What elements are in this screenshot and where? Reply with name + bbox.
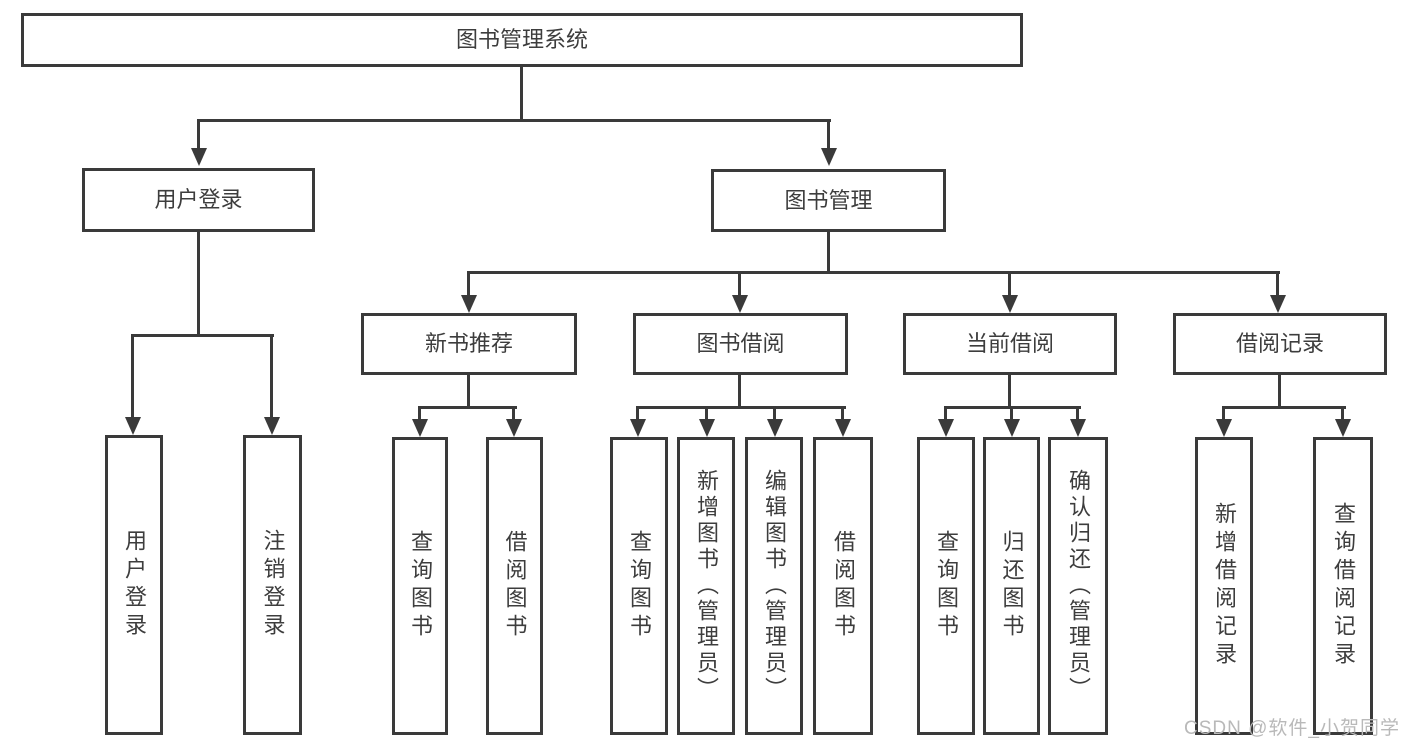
connector-drop-borrow-records xyxy=(1276,271,1279,295)
connector-drop xyxy=(512,406,515,419)
leaf-query-borrow-record: 查询借阅记录 xyxy=(1313,437,1373,735)
connector-book-borrow-hline xyxy=(636,406,846,409)
node-book-management: 图书管理 xyxy=(711,169,946,232)
leaf-borrow-books-recommend: 借阅图书 xyxy=(486,437,543,735)
connector-drop xyxy=(1341,406,1344,419)
arrow-down-icon xyxy=(1335,419,1351,437)
arrow-down-icon xyxy=(732,295,748,313)
leaf-logout-label: 注销登录 xyxy=(260,529,286,641)
connector-drop-user-login xyxy=(197,119,200,150)
leaf-query-borrow-record-label: 查询借阅记录 xyxy=(1331,502,1356,670)
node-current-borrow-label: 当前借阅 xyxy=(965,331,1054,356)
connector-drop-logout-leaf xyxy=(270,334,273,417)
connector-drop xyxy=(418,406,421,419)
arrow-down-icon xyxy=(938,419,954,437)
connector-drop xyxy=(636,406,639,419)
connector-drop-book-borrow xyxy=(738,271,741,295)
connector-borrow-records-hline xyxy=(1222,406,1346,409)
leaf-query-books-recommend-label: 查询图书 xyxy=(408,530,433,642)
connector-book-borrow-stem xyxy=(738,375,741,407)
leaf-borrow-books: 借阅图书 xyxy=(813,437,873,735)
connector-drop-current-borrow xyxy=(1008,271,1011,295)
arrow-down-icon xyxy=(699,419,715,437)
connector-drop xyxy=(1010,406,1013,419)
arrow-down-icon xyxy=(767,419,783,437)
arrow-down-icon xyxy=(1070,419,1086,437)
leaf-query-books-recommend: 查询图书 xyxy=(392,437,448,735)
csdn-watermark: CSDN @软件_小贺同学 xyxy=(1184,718,1400,739)
arrow-down-icon xyxy=(461,295,477,313)
leaf-logout: 注销登录 xyxy=(243,435,302,735)
connector-user-login-stem xyxy=(197,232,200,335)
arrow-down-icon xyxy=(1002,295,1018,313)
node-current-borrow: 当前借阅 xyxy=(903,313,1117,375)
arrow-down-icon xyxy=(630,419,646,437)
arrow-down-icon xyxy=(506,419,522,437)
leaf-borrow-books-label: 借阅图书 xyxy=(831,530,856,642)
arrow-down-icon xyxy=(264,417,280,435)
leaf-add-book-admin-label: 新增图书（管理员） xyxy=(694,469,719,703)
node-book-management-label: 图书管理 xyxy=(784,187,873,213)
connector-current-borrow-stem xyxy=(1008,375,1011,407)
leaf-add-book-admin: 新增图书（管理员） xyxy=(677,437,735,735)
connector-drop-book-management xyxy=(827,119,830,150)
arrow-down-icon xyxy=(191,148,207,166)
arrow-down-icon xyxy=(1004,419,1020,437)
leaf-user-login: 用户登录 xyxy=(105,435,163,735)
leaf-query-books-current: 查询图书 xyxy=(917,437,975,735)
leaf-return-book: 归还图书 xyxy=(983,437,1040,735)
leaf-return-book-label: 归还图书 xyxy=(999,530,1025,642)
leaf-add-borrow-record-label: 新增借阅记录 xyxy=(1212,502,1237,670)
node-book-borrow-label: 图书借阅 xyxy=(696,331,785,356)
leaf-add-borrow-record: 新增借阅记录 xyxy=(1195,437,1253,735)
connector-new-book-stem xyxy=(467,375,470,407)
connector-drop xyxy=(1076,406,1079,419)
connector-borrow-records-stem xyxy=(1278,375,1281,407)
arrow-down-icon xyxy=(835,419,851,437)
node-book-borrow: 图书借阅 xyxy=(633,313,848,375)
node-root-system-label: 图书管理系统 xyxy=(455,27,588,52)
connector-book-management-hline xyxy=(467,271,1280,274)
leaf-query-books-borrow: 查询图书 xyxy=(610,437,668,735)
node-new-book-recommend: 新书推荐 xyxy=(361,313,577,375)
connector-root-hline xyxy=(197,119,831,122)
node-root-system: 图书管理系统 xyxy=(21,13,1023,67)
connector-book-management-stem xyxy=(827,232,830,272)
arrow-down-icon xyxy=(821,148,837,166)
connector-drop xyxy=(944,406,947,419)
node-new-book-recommend-label: 新书推荐 xyxy=(424,331,513,356)
connector-drop xyxy=(705,406,708,419)
leaf-edit-book-admin-label: 编辑图书（管理员） xyxy=(762,469,787,703)
connector-drop xyxy=(773,406,776,419)
connector-user-login-hline xyxy=(131,334,274,337)
leaf-user-login-label: 用户登录 xyxy=(122,529,147,641)
node-user-login-label: 用户登录 xyxy=(154,187,243,212)
leaf-query-books-borrow-label: 查询图书 xyxy=(627,530,652,642)
leaf-confirm-return-admin-label: 确认归还（管理员） xyxy=(1066,469,1091,703)
arrow-down-icon xyxy=(1216,419,1232,437)
node-user-login: 用户登录 xyxy=(82,168,315,232)
connector-drop xyxy=(841,406,844,419)
connector-drop-new-book xyxy=(467,271,470,295)
leaf-edit-book-admin: 编辑图书（管理员） xyxy=(745,437,803,735)
arrow-down-icon xyxy=(1270,295,1286,313)
node-borrow-records: 借阅记录 xyxy=(1173,313,1387,375)
node-borrow-records-label: 借阅记录 xyxy=(1235,331,1324,356)
leaf-query-books-current-label: 查询图书 xyxy=(934,530,959,642)
leaf-confirm-return-admin: 确认归还（管理员） xyxy=(1048,437,1108,735)
connector-root-stem xyxy=(520,67,523,120)
arrow-down-icon xyxy=(412,419,428,437)
connector-new-book-hline xyxy=(418,406,517,409)
connector-drop-login-leaf xyxy=(131,334,134,417)
connector-drop xyxy=(1222,406,1225,419)
arrow-down-icon xyxy=(125,417,141,435)
leaf-borrow-books-recommend-label: 借阅图书 xyxy=(502,530,528,642)
